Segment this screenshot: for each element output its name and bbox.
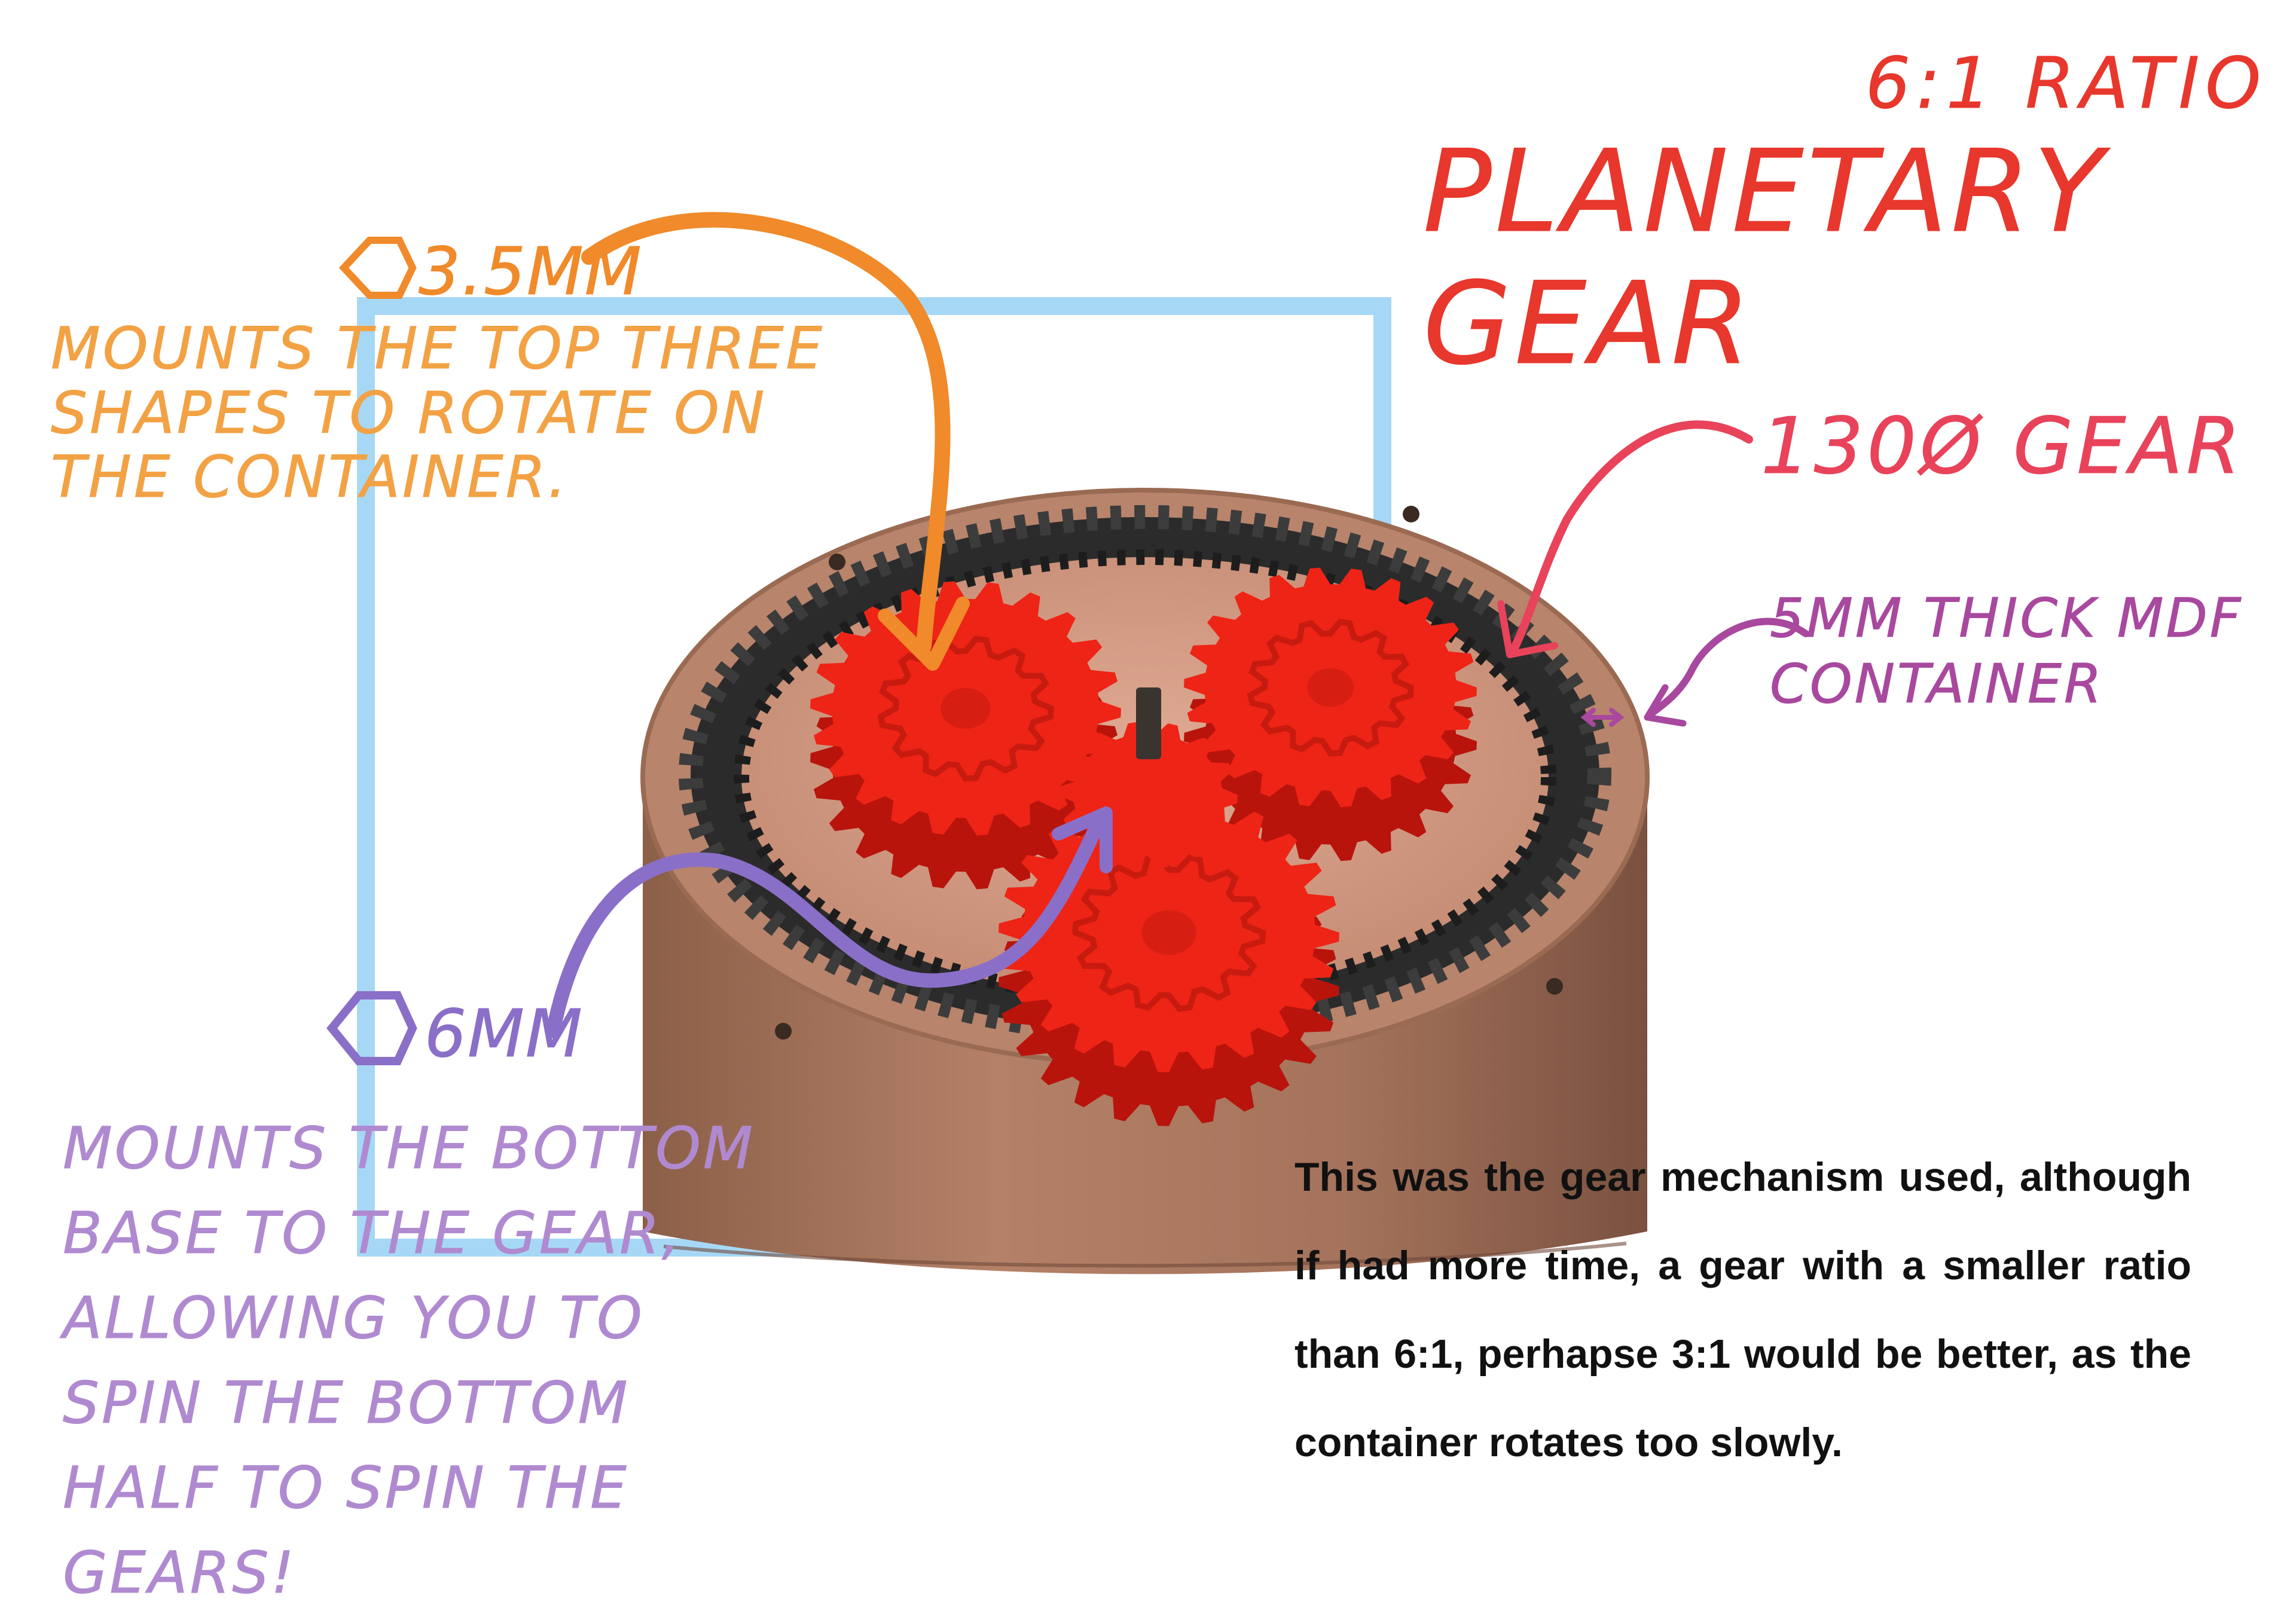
top-hex-note: MOUNTS THE TOP THREE SHAPES TO ROTATE ON…: [51, 315, 825, 511]
gear-diameter-label: 130ø GEAR: [1761, 401, 2244, 492]
page-title: PLANETARY GEAR: [1423, 126, 2107, 390]
center-shaft: [1136, 687, 1161, 759]
top-hex-dimension: 3.5mm: [419, 233, 643, 310]
container-arrow-icon: [1580, 708, 1625, 727]
hexagon-icon-purple: [326, 991, 417, 1065]
ratio-label: 6:1 RATIO: [1865, 42, 2267, 125]
planet-gear-left: [810, 581, 1121, 890]
container-arrow: [1647, 618, 1809, 718]
bottom-hex-dimension: 6mm: [425, 995, 584, 1072]
gear-arrow: [1509, 420, 1753, 656]
caption-text: This was the gear mechanism used, althou…: [1294, 1154, 2191, 1465]
bottom-hex-note: MOUNTS THE BOTTOM BASE TO THE GEAR, ALLO…: [63, 1114, 755, 1607]
planet-gear-right: [1184, 567, 1477, 861]
container-thickness-label: 5mm THICK MDF CONTAINER: [1770, 587, 2243, 716]
purple-arrow: [546, 812, 1107, 1038]
orange-arrow: [581, 212, 951, 653]
hexagon-icon-orange: [338, 237, 417, 299]
